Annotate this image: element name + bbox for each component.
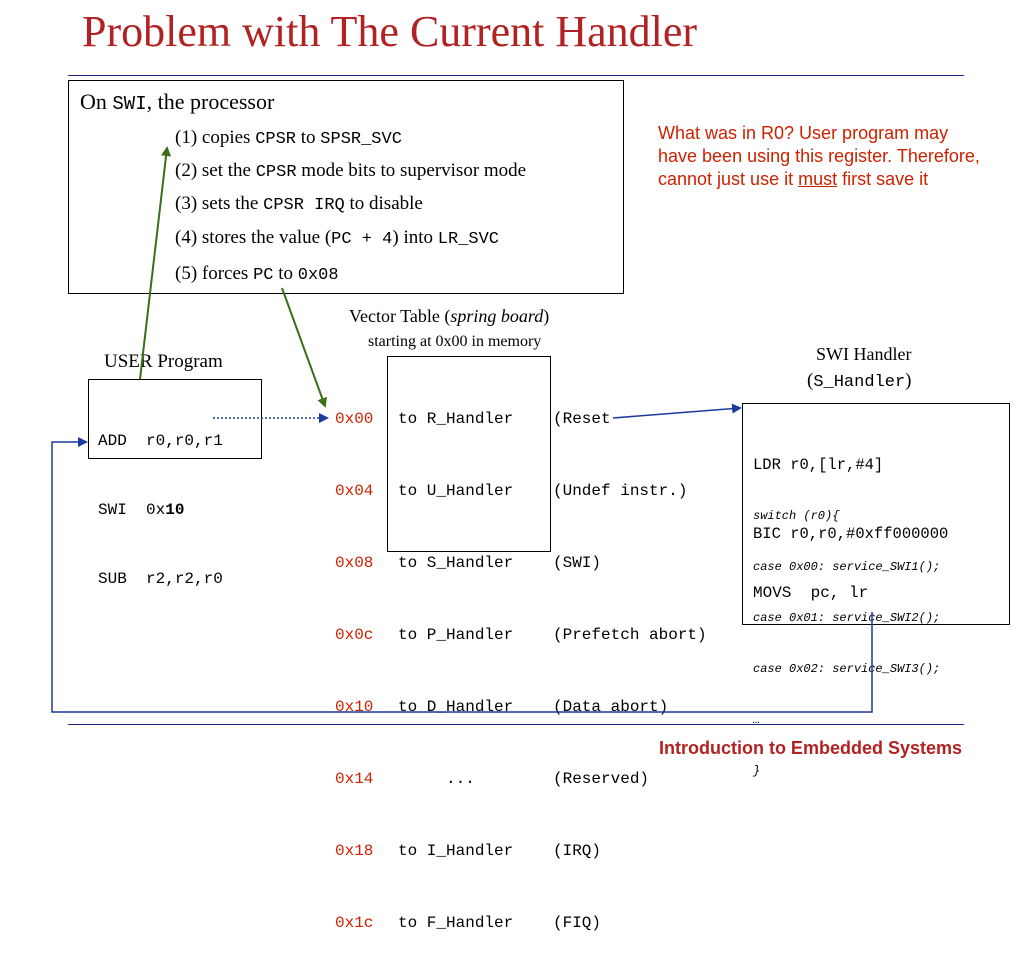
vector-address: 0x00 <box>335 410 374 428</box>
step-4-code: PC + 4 <box>331 230 393 249</box>
sublabel-open: ( <box>807 370 814 391</box>
switch-line: … <box>753 713 761 727</box>
step-3-text: (3) sets the <box>175 193 264 214</box>
step-5: (5) forces PC to 0x08 <box>175 263 339 285</box>
user-program-box <box>88 379 262 459</box>
vector-entry: ... <box>446 770 475 788</box>
bottom-divider <box>68 724 964 725</box>
note-text-end: first save it <box>837 169 929 189</box>
step-2-text2: mode bits to supervisor mode <box>296 160 527 181</box>
intro-pre: On <box>80 89 113 114</box>
vector-description: (Reserved) <box>553 770 650 788</box>
opcode: SWI <box>98 501 127 519</box>
step-2: (2) set the CPSR mode bits to supervisor… <box>175 160 526 182</box>
vector-description: (Prefetch abort) <box>553 626 707 644</box>
vector-table-label: Vector Table (spring board) <box>349 306 549 327</box>
processor-intro: On SWI, the processor <box>80 89 274 115</box>
step-4: (4) stores the value (PC + 4) into LR_SV… <box>175 227 499 249</box>
code-line: SWI 0x10 <box>98 499 223 522</box>
intro-post: , the processor <box>146 89 275 114</box>
vector-entry: to U_Handler <box>398 482 514 500</box>
code-line: ADD r0,r0,r1 <box>98 430 223 453</box>
opcode: ADD <box>98 432 127 450</box>
vector-table-box <box>387 356 551 552</box>
switch-block: switch (r0){ case 0x00: service_SWI1(); … <box>753 474 940 797</box>
switch-line: case 0x01: service_SWI2(); <box>753 611 941 625</box>
vector-address: 0x08 <box>335 554 374 572</box>
movs-line: MOVS pc, lr <box>753 584 869 602</box>
handler-code-line: LDR r0,[lr,#4] <box>753 456 884 474</box>
vector-table-sublabel: starting at 0x00 in memory <box>368 333 542 350</box>
swi-number: 10 <box>165 501 185 519</box>
intro-code: SWI <box>112 93 147 115</box>
vector-description: (SWI) <box>553 554 602 572</box>
vt-label-italic: spring board <box>450 306 544 326</box>
vector-entry: to I_Handler <box>398 842 514 860</box>
operands: 0x <box>146 501 166 519</box>
vector-entry: to P_Handler <box>398 626 514 644</box>
switch-line: case 0x00: service_SWI1(); <box>753 560 941 574</box>
r0-warning-note: What was in R0? User program may have be… <box>658 122 988 191</box>
arrow-return-to-user <box>51 437 873 713</box>
swi-handler-label: SWI Handler <box>816 344 912 364</box>
vector-address: 0x14 <box>335 770 374 788</box>
footer-title: Introduction to Embedded Systems <box>658 738 962 758</box>
swi-handler-box <box>742 403 1010 625</box>
step-1-text2: to <box>296 127 321 148</box>
vector-address: 0x04 <box>335 482 374 500</box>
step-5-code2: 0x08 <box>297 266 339 285</box>
vector-description: (Undef instr.) <box>553 482 688 500</box>
vector-entry: to R_Handler <box>398 410 514 428</box>
step-2-text: (2) set the <box>175 160 256 181</box>
step-5-text: (5) forces <box>175 263 254 284</box>
step-1-code2: SPSR_SVC <box>320 130 402 149</box>
vector-address: 0x1c <box>335 914 374 932</box>
step-3: (3) sets the CPSR IRQ to disable <box>175 193 423 215</box>
vt-label-text: Vector Table ( <box>349 306 451 326</box>
step-2-code: CPSR <box>255 163 297 182</box>
switch-line: switch (r0){ <box>753 509 840 523</box>
step-4-text2: ) into <box>392 227 438 248</box>
arrow-vector-to-handler <box>612 403 742 419</box>
step-1-code: CPSR <box>255 130 297 149</box>
swi-handler-code: LDR r0,[lr,#4] BIC r0,r0,#0xff000000 <box>753 408 948 569</box>
arrow-steps-to-vector <box>281 287 327 408</box>
vector-entry: to S_Handler <box>398 554 514 572</box>
note-emphasis: must <box>798 169 838 189</box>
step-3-text2: to disable <box>344 193 423 214</box>
sublabel-close: ) <box>905 370 912 391</box>
processor-steps-box <box>68 80 624 294</box>
sublabel-code: S_Handler <box>813 373 906 392</box>
handler-code-line: BIC r0,r0,#0xff000000 <box>753 525 949 543</box>
step-5-text2: to <box>273 263 298 284</box>
code-line: SUB r2,r2,r0 <box>98 568 223 591</box>
step-3-code: CPSR IRQ <box>263 196 345 215</box>
user-program-label: USER Program <box>104 351 223 372</box>
step-1: (1) copies CPSR to SPSR_SVC <box>175 127 402 149</box>
vector-description: (Reset <box>553 410 611 428</box>
swi-handler-sublabel: (S_Handler) <box>807 370 911 392</box>
note-text: What was in R0? User program may have be… <box>658 123 980 189</box>
step-5-code: PC <box>253 266 274 285</box>
step-4-text: (4) stores the value ( <box>175 227 332 248</box>
switch-line: case 0x02: service_SWI3(); <box>753 662 941 676</box>
vector-description: (IRQ) <box>553 842 602 860</box>
opcode: SUB <box>98 570 127 588</box>
arrow-swi-to-steps <box>139 146 172 380</box>
vector-description: (FIQ) <box>553 914 602 932</box>
connector-arrows <box>51 146 873 713</box>
vt-label-close: ) <box>543 306 550 326</box>
vector-address: 0x0c <box>335 626 374 644</box>
top-divider <box>68 75 964 76</box>
vector-address: 0x18 <box>335 842 374 860</box>
operands: r0,r0,r1 <box>146 432 223 450</box>
operands: r2,r2,r0 <box>146 570 223 588</box>
slide-title: Problem with The Current Handler <box>82 7 698 56</box>
vector-entry: to F_Handler <box>398 914 514 932</box>
step-4-code2: LR_SVC <box>437 230 499 249</box>
step-1-text: (1) copies <box>175 127 256 148</box>
user-program-code: ADD r0,r0,r1 SWI 0x10 SUB r2,r2,r0 <box>98 384 223 614</box>
